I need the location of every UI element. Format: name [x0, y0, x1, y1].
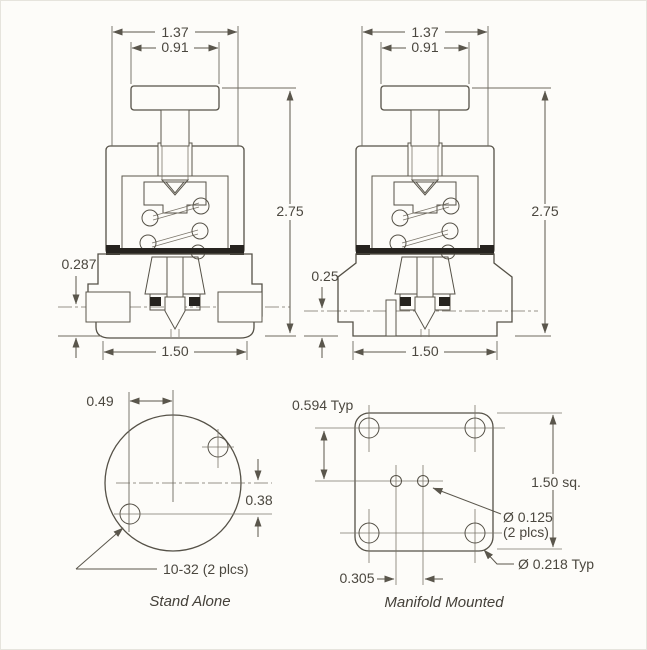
- dim-hole-offset-x: 0.49: [86, 393, 173, 409]
- body-outline: [354, 412, 494, 552]
- spring-seat: [393, 181, 457, 214]
- dim-body-size: 1.50 sq.: [497, 412, 583, 550]
- mount-hole: [464, 522, 486, 544]
- spring: [389, 197, 460, 260]
- dim-port-spacing: 0.305: [339, 570, 443, 586]
- seat-notch: [164, 181, 186, 194]
- thread-callout: 10-32 (2 plcs): [75, 527, 249, 577]
- dim-base-width-label: 1.50: [411, 343, 438, 359]
- dim-base-width: 1.50: [102, 341, 248, 360]
- inlet-port: [85, 291, 131, 323]
- dim-port-height-label: 0.25: [311, 268, 338, 284]
- mount-hole-dia-label: Ø 0.218 Typ: [518, 556, 594, 572]
- dim-port-height: 0.287: [58, 256, 102, 358]
- seat-notch: [414, 181, 436, 194]
- diaphragm: [370, 248, 480, 254]
- poppet-bore: [166, 256, 184, 298]
- stem-channel: [407, 142, 443, 180]
- mount-hole: [464, 417, 486, 439]
- poppet-valve: [164, 296, 186, 331]
- port-dia-callout: Ø 0.125 (2 plcs): [432, 487, 553, 540]
- outlet-port: [217, 291, 263, 323]
- poppet-bore: [416, 256, 434, 298]
- dim-overall-height-label: 2.75: [531, 203, 558, 219]
- dim-knob-width: 0.91: [380, 39, 470, 84]
- poppet-seal-left: [400, 297, 411, 306]
- seal-right: [480, 245, 494, 255]
- dim-knob-width: 0.91: [130, 39, 220, 84]
- seal-left: [106, 245, 120, 255]
- dim-overall-height: 2.75: [222, 87, 310, 337]
- dim-base-width-label: 1.50: [161, 343, 188, 359]
- dim-port-height-label: 0.287: [61, 256, 96, 272]
- dim-overall-height: 2.75: [472, 87, 565, 337]
- thread-note-label: 10-32 (2 plcs): [163, 561, 249, 577]
- gauge-passage: [385, 299, 397, 337]
- knob-stem: [410, 109, 440, 147]
- dim-hole-pitch-label: 0.594 Typ: [292, 397, 353, 413]
- dim-top-width-label: 1.37: [411, 24, 438, 40]
- poppet-seal-right: [189, 297, 200, 306]
- stem-channel: [157, 142, 193, 180]
- port-qty-label: (2 plcs): [503, 524, 549, 540]
- dim-overall-height-label: 2.75: [276, 203, 303, 219]
- spring-cavity: [121, 175, 229, 255]
- mount-hole: [358, 417, 380, 439]
- seal-right: [230, 245, 244, 255]
- dim-hole-offset-y: 0.38: [245, 459, 273, 537]
- spring-seat: [143, 181, 207, 214]
- dim-knob-width-label: 0.91: [411, 39, 438, 55]
- port-hole: [390, 475, 402, 487]
- port-dia-label: Ø 0.125: [503, 509, 553, 525]
- section-view-stand-alone: 1.37 0.91 2.75 1.50 0.287: [58, 24, 310, 360]
- dim-body-size-label: 1.50 sq.: [531, 474, 581, 490]
- dim-top-width-label: 1.37: [161, 24, 188, 40]
- section-view-manifold: 1.37 0.91 2.75 1.50 0.25: [304, 24, 565, 360]
- dim-hole-pitch: 0.594 Typ: [292, 397, 353, 480]
- body-cross-section: [337, 253, 513, 337]
- port-hole: [417, 475, 429, 487]
- poppet-valve: [414, 296, 436, 331]
- dim-top-width: 1.37: [361, 24, 489, 146]
- dim-knob-width-label: 0.91: [161, 39, 188, 55]
- mount-hole: [358, 522, 380, 544]
- mount-hole-dia-callout: Ø 0.218 Typ: [483, 549, 594, 572]
- caption-stand-alone: Stand Alone: [149, 593, 230, 610]
- bottom-view-stand-alone: 0.49 0.38 10-32 (2 plcs) Stand Alone: [75, 390, 273, 610]
- knob-stem: [160, 109, 190, 147]
- dim-hole-offset-y-label: 0.38: [245, 492, 272, 508]
- seal-left: [356, 245, 370, 255]
- diaphragm: [120, 248, 230, 254]
- poppet-seal-right: [439, 297, 450, 306]
- dim-port-spacing-label: 0.305: [339, 570, 374, 586]
- bottom-view-manifold: 0.594 Typ 1.50 sq. Ø 0.125 (2 plcs) Ø 0.…: [292, 397, 594, 611]
- poppet-seal-left: [150, 297, 161, 306]
- dim-base-width: 1.50: [352, 341, 498, 360]
- dim-port-height: 0.25: [304, 268, 339, 358]
- spring: [139, 197, 210, 260]
- dim-top-width: 1.37: [111, 24, 239, 146]
- dim-hole-offset-x-label: 0.49: [86, 393, 113, 409]
- caption-manifold-mounted: Manifold Mounted: [384, 594, 504, 611]
